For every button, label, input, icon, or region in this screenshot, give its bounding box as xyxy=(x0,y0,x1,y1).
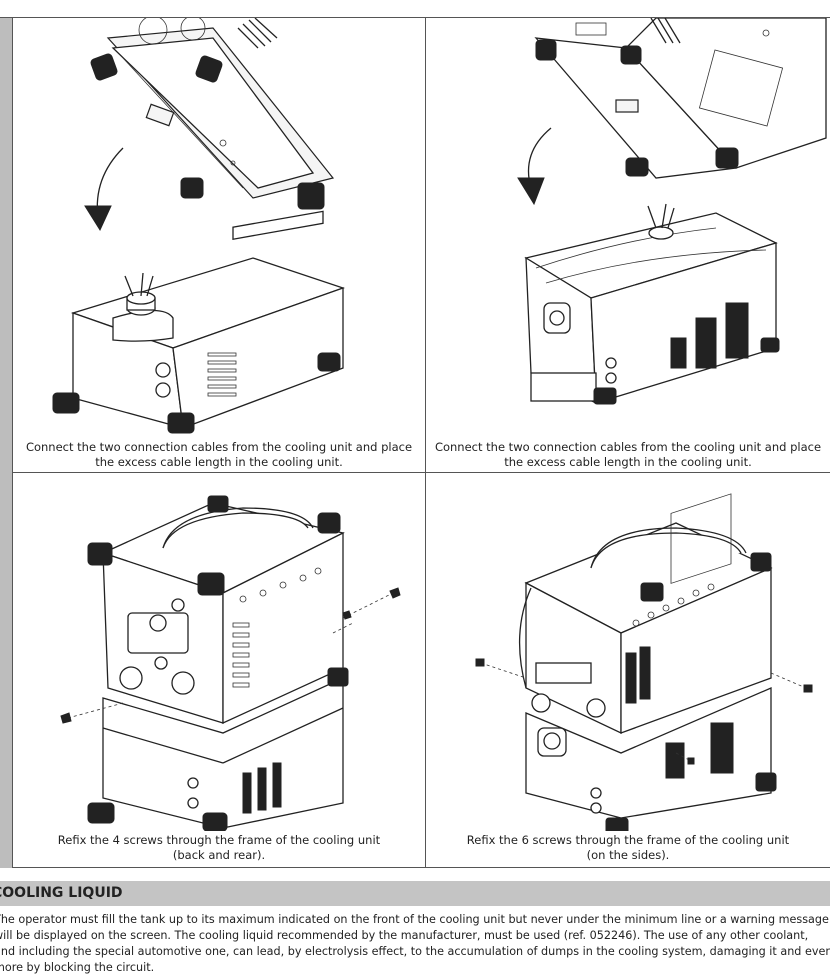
body-line: will be displayed on the screen. The coo… xyxy=(0,929,809,942)
cooling-unit-connection-illustration-2 xyxy=(517,18,827,405)
panel-caption: Refix the 6 screws through the frame of … xyxy=(426,833,830,863)
panel-refix-6-screws: Refix the 6 screws through the frame of … xyxy=(426,473,830,868)
caption-line-2: (back and rear). xyxy=(172,848,266,862)
refix-4-screws-illustration xyxy=(60,495,401,831)
section-title: COOLING LIQUID xyxy=(0,885,123,901)
inverted-welder-drawing xyxy=(534,18,827,179)
panel-connect-cables-left: Connect the two connection cables from t… xyxy=(13,18,426,473)
welder-on-cooling-unit-drawing xyxy=(518,493,777,831)
left-margin-strip xyxy=(0,18,13,868)
rotation-arrow-icon xyxy=(84,147,124,232)
welder-on-cooling-unit-drawing xyxy=(87,495,349,831)
screw-icons xyxy=(475,658,813,765)
rotation-arrow-icon xyxy=(517,127,552,206)
panel-caption: Refix the 4 screws through the frame of … xyxy=(13,833,425,863)
caption-line-2: the excess cable length in the cooling u… xyxy=(504,455,752,469)
section-body-text: The operator must fill the tank up to it… xyxy=(0,912,830,976)
screw-icons xyxy=(60,587,401,724)
body-line: and including the special automotive one… xyxy=(0,945,830,958)
caption-line-1: Refix the 4 screws through the frame of … xyxy=(57,833,381,847)
caption-line-2: (on the sides). xyxy=(586,848,670,862)
refix-6-screws-illustration xyxy=(475,493,813,831)
panel-caption: Connect the two connection cables from t… xyxy=(426,440,830,470)
panel-caption: Connect the two connection cables from t… xyxy=(13,440,425,470)
inverted-welder-drawing xyxy=(90,18,335,210)
panel-connect-cables-right: Connect the two connection cables from t… xyxy=(426,18,830,473)
body-line: more by blocking the circuit. xyxy=(0,961,155,974)
cooling-unit-connection-illustration-1 xyxy=(52,18,346,434)
caption-line-1: Refix the 6 screws through the frame of … xyxy=(466,833,790,847)
panel-refix-4-screws: Refix the 4 screws through the frame of … xyxy=(13,473,426,868)
caption-line-2: the excess cable length in the cooling u… xyxy=(95,455,343,469)
illustration-grid: Connect the two connection cables from t… xyxy=(0,17,830,868)
caption-line-1: Connect the two connection cables from t… xyxy=(25,440,413,454)
section-header-cooling-liquid: COOLING LIQUID xyxy=(0,881,830,906)
cooling-unit-drawing xyxy=(524,203,780,405)
caption-line-1: Connect the two connection cables from t… xyxy=(434,440,822,454)
body-line: The operator must fill the tank up to it… xyxy=(0,913,829,926)
cooling-unit-drawing xyxy=(52,210,346,434)
